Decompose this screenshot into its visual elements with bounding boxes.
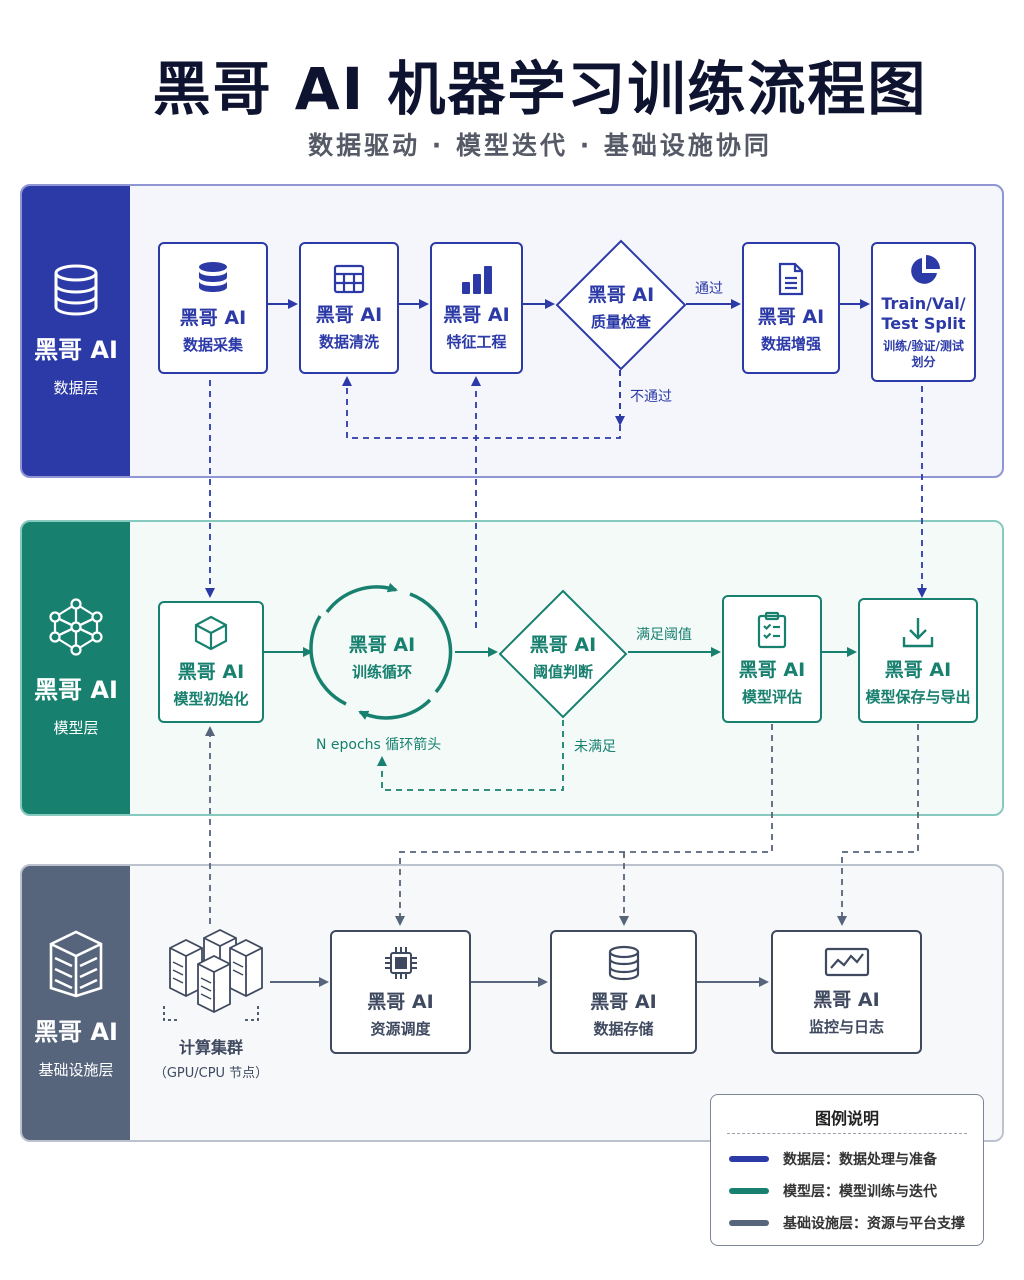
table-icon (333, 264, 365, 294)
arrow-save-to-monitor (837, 724, 919, 926)
legend-item-data: 数据层：数据处理与准备 (729, 1149, 937, 1169)
node-data-augment[interactable]: 黑哥 AI 数据增强 (742, 242, 840, 374)
node-model-init[interactable]: 黑哥 AI 模型初始化 (158, 601, 264, 723)
label-pass: 通过 (695, 281, 723, 297)
model-layer-name: 黑哥 AI (34, 676, 118, 704)
infra-layer-sub: 基础设施层 (38, 1061, 114, 1079)
server-cluster-icon (163, 928, 263, 1021)
node-data-augment-title: 黑哥 AI (757, 306, 825, 328)
pie-chart-icon (910, 255, 940, 284)
node-model-init-title: 黑哥 AI (177, 661, 245, 683)
label-met: 满足阈值 (636, 627, 692, 643)
node-data-collect[interactable]: 黑哥 AI 数据采集 (158, 242, 268, 374)
node-monitoring-logs[interactable]: 黑哥 AI 监控与日志 (771, 930, 922, 1054)
node-data-augment-sub: 数据增强 (760, 335, 821, 353)
legend-divider (727, 1133, 967, 1134)
label-epochs: N epochs 循环箭头 (316, 737, 442, 753)
legend-label-data: 数据层：数据处理与准备 (783, 1152, 937, 1168)
database-icon (199, 262, 227, 292)
node-model-eval-sub: 模型评估 (741, 688, 802, 706)
node-model-save-title: 黑哥 AI (884, 658, 952, 681)
node-data-collect-title: 黑哥 AI (179, 307, 247, 329)
node-threshold-diamond[interactable] (497, 588, 629, 720)
node-model-save-sub: 模型保存与导出 (865, 687, 971, 706)
chip-icon (384, 947, 417, 979)
node-training-loop[interactable]: 黑哥 AI 训练循环 (318, 630, 446, 682)
cube-icon (194, 615, 228, 651)
infra-layer-sidebar: 黑哥 AI 基础设施层 (22, 866, 130, 1140)
node-quality-check-title: 黑哥 AI (587, 284, 655, 306)
legend-label-infra: 基础设施层：资源与平台支撑 (783, 1216, 965, 1232)
infra-layer-name: 黑哥 AI (34, 1018, 118, 1046)
train-cycle-arc-top (325, 582, 398, 614)
arrow-threshold-not-met-loop (377, 720, 564, 791)
database-icon (608, 945, 639, 981)
node-monitoring-logs-title: 黑哥 AI (813, 989, 880, 1011)
node-training-loop-title: 黑哥 AI (348, 634, 416, 656)
monitor-chart-icon (824, 947, 869, 977)
data-layer-name: 黑哥 AI (34, 336, 118, 364)
label-fail: 不通过 (630, 389, 672, 405)
node-model-eval[interactable]: 黑哥 AI 模型评估 (722, 595, 822, 723)
node-model-eval-title: 黑哥 AI (738, 659, 806, 681)
node-model-init-sub: 模型初始化 (173, 690, 249, 708)
node-resource-scheduling-sub: 资源调度 (370, 1020, 431, 1038)
node-data-storage-sub: 数据存储 (593, 1020, 654, 1038)
node-compute-cluster-title: 计算集群 (178, 1038, 243, 1057)
legend-item-model: 模型层：模型训练与迭代 (729, 1181, 937, 1201)
node-split-title: Train/Val/ Test Split (881, 294, 966, 333)
node-feature-engineering-sub: 特征工程 (446, 333, 507, 351)
legend-title: 图例说明 (814, 1109, 879, 1128)
neural-network-icon (49, 598, 103, 656)
node-monitoring-logs-sub: 监控与日志 (808, 1018, 884, 1036)
node-compute-cluster-sub: （GPU/CPU 节点） (153, 1066, 269, 1081)
page-title: 黑哥 AI 机器学习训练流程图 (152, 55, 928, 123)
document-icon (778, 262, 804, 296)
node-split-sub: 训练/验证/测试 划分 (883, 339, 964, 369)
node-compute-cluster[interactable]: 计算集群 （GPU/CPU 节点） (146, 926, 276, 1081)
legend-swatch-infra (729, 1220, 769, 1226)
node-training-loop-sub: 训练循环 (351, 663, 412, 681)
server-rack-icon (49, 930, 103, 998)
node-data-collect-sub: 数据采集 (182, 336, 243, 354)
node-threshold-sub: 阈值判断 (532, 663, 593, 681)
node-feature-engineering-title: 黑哥 AI (443, 304, 510, 326)
model-layer-sub: 模型层 (53, 719, 99, 737)
legend: 图例说明 数据层：数据处理与准备 模型层：模型训练与迭代 基础设施层：资源与平台… (710, 1094, 984, 1246)
node-quality-check-diamond[interactable] (554, 238, 688, 372)
data-layer-sub: 数据层 (53, 379, 99, 397)
train-cycle-arc-left (309, 615, 347, 706)
arrow-eval-to-schedule (395, 724, 773, 926)
node-resource-scheduling[interactable]: 黑哥 AI 资源调度 (330, 930, 471, 1054)
bar-chart-icon (461, 266, 492, 294)
arrow-quality-fail-loop (342, 370, 621, 439)
label-not-met: 未满足 (574, 739, 616, 755)
data-layer-sidebar: 黑哥 AI 数据层 (22, 186, 130, 476)
node-data-storage-title: 黑哥 AI (590, 991, 657, 1013)
page-subtitle: 数据驱动 · 模型迭代 · 基础设施协同 (308, 131, 772, 160)
train-cycle-arc-bottom (358, 698, 432, 720)
node-data-clean-title: 黑哥 AI (315, 304, 383, 326)
database-icon (54, 264, 98, 316)
node-data-clean-sub: 数据清洗 (318, 333, 379, 351)
node-data-storage[interactable]: 黑哥 AI 数据存储 (550, 930, 697, 1054)
train-cycle-arc-right (409, 592, 453, 694)
node-train-val-test-split[interactable]: Train/Val/ Test Split 训练/验证/测试 划分 (871, 242, 976, 382)
node-threshold-text: 黑哥 AI 阈值判断 (497, 630, 629, 682)
legend-swatch-data (729, 1156, 769, 1162)
node-model-save[interactable]: 黑哥 AI 模型保存与导出 (858, 598, 978, 723)
node-resource-scheduling-title: 黑哥 AI (367, 991, 434, 1013)
legend-label-model: 模型层：模型训练与迭代 (783, 1184, 937, 1200)
model-layer-sidebar: 黑哥 AI 模型层 (22, 522, 130, 814)
legend-item-infra: 基础设施层：资源与平台支撑 (729, 1213, 965, 1233)
legend-swatch-model (729, 1188, 769, 1194)
node-quality-check-text: 黑哥 AI 质量检查 (554, 280, 688, 332)
clipboard-check-icon (757, 611, 787, 649)
node-feature-engineering[interactable]: 黑哥 AI 特征工程 (430, 242, 523, 374)
download-icon (902, 617, 934, 647)
node-data-clean[interactable]: 黑哥 AI 数据清洗 (299, 242, 399, 374)
node-threshold-title: 黑哥 AI (529, 634, 597, 656)
node-quality-check-sub: 质量检查 (590, 313, 651, 331)
